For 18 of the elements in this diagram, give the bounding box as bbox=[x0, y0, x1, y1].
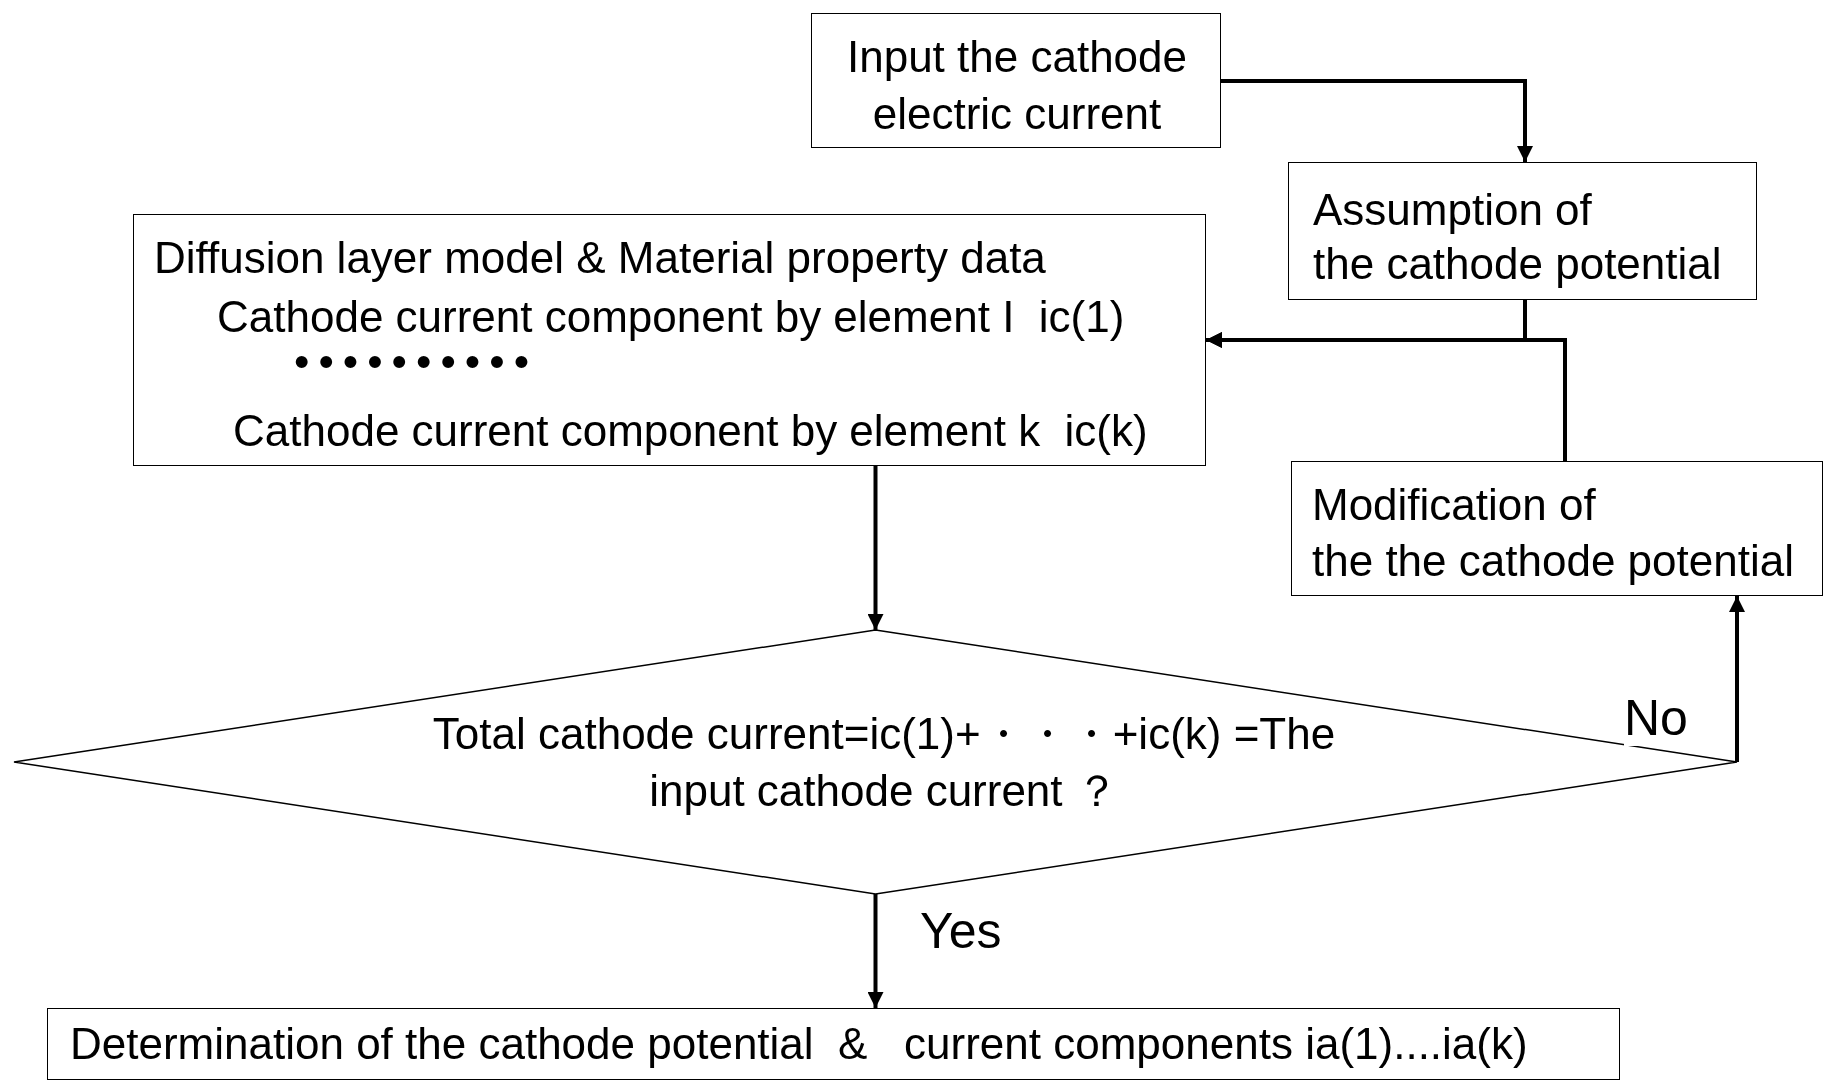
arrow bbox=[1221, 79, 1533, 162]
process-box bbox=[811, 13, 1221, 148]
node-text: Assumption of bbox=[1313, 184, 1592, 236]
process-box bbox=[1288, 162, 1757, 300]
process-box bbox=[133, 214, 1206, 466]
process-box bbox=[47, 1008, 1620, 1080]
arrow bbox=[867, 894, 884, 1008]
node-text: the the cathode potential bbox=[1312, 535, 1794, 587]
node-text: Determination of the cathode potential & current components ia(1)....ia(k) bbox=[70, 1018, 1528, 1070]
node-text: Cathode current component by element k ic(k) bbox=[233, 405, 1148, 457]
node-text: Input the cathode electric current bbox=[845, 31, 1189, 140]
node-text: Diffusion layer model & Material property data bbox=[154, 232, 1046, 284]
arrow bbox=[1729, 596, 1745, 762]
node-text: Total cathode current=ic(1)+・・・+ic(k) =The input cathode current ？ bbox=[431, 708, 1337, 817]
node-text: Modification of bbox=[1312, 479, 1596, 531]
node-text: the cathode potential bbox=[1313, 238, 1722, 290]
arrow bbox=[867, 466, 884, 630]
process-box bbox=[1291, 461, 1823, 596]
